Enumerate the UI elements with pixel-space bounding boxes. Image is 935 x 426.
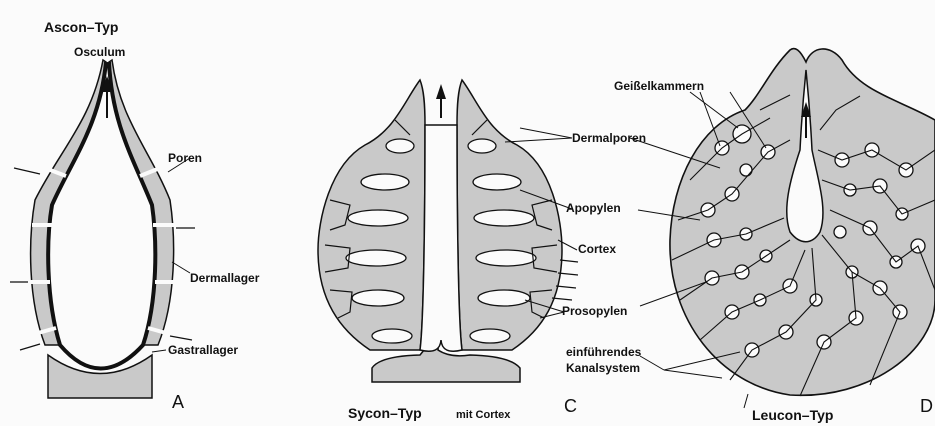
ascon-base [48,355,152,398]
ascon-diagram: Ascon–Typ Osculum Poren Dermallager Gast… [10,19,260,412]
ascon-dermal-right [109,60,174,345]
panel-letter-d: D [920,396,933,416]
label-einfuehrendes: einführendes [566,345,642,359]
label-dermallager: Dermallager [190,271,260,285]
panel-letter-a: A [172,392,184,412]
ascon-dermal-left [31,60,106,345]
leucon-title: Leucon–Typ [752,407,833,423]
panel-letter-c: C [564,396,577,416]
leucon-diagram: Geißelkammern Leucon–Typ D [614,49,935,424]
sycon-osculum-arrow [436,84,446,118]
label-poren: Poren [168,151,202,165]
label-apopylen: Apopylen [566,201,621,215]
label-geisselkammern: Geißelkammern [614,79,704,93]
sycon-title-suffix: mit Cortex [456,409,511,421]
label-prosopylen: Prosopylen [562,304,627,318]
label-dermalporen: Dermalporen [572,131,646,145]
sycon-atrium [420,125,462,351]
label-gastrallager: Gastrallager [168,343,238,357]
ascon-title: Ascon–Typ [44,19,118,35]
ascon-gastral-layer [48,62,155,369]
sycon-title: Sycon–Typ [348,405,422,421]
label-cortex: Cortex [578,242,616,256]
label-osculum: Osculum [74,45,125,59]
label-kanalsystem: Kanalsystem [566,361,640,375]
sycon-diagram: Dermalporen Apopylen Cortex Prosopylen e… [318,80,722,421]
